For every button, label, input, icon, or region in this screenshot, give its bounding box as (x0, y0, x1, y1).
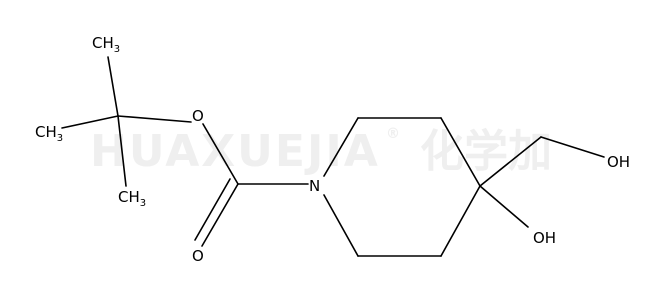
atom-methyl-top: CH3 (92, 34, 120, 55)
bond-ring-n-c2 (323, 117, 359, 177)
bond-ctert-ester-oxygen (117, 115, 192, 123)
bond-carbonyl-double-b (194, 178, 231, 241)
bonds (61, 56, 605, 257)
bond-ctert-methyl-bottom (117, 115, 127, 187)
atom-hydroxymethyl-oh: OH (607, 153, 630, 171)
bond-c4-ch2 (479, 136, 542, 187)
atom-ester-oxygen: O (192, 107, 204, 125)
bond-ctert-methyl-left (61, 115, 119, 129)
atom-ring-nitrogen: N (309, 177, 320, 195)
bond-ring-c4-c5 (440, 185, 481, 257)
bond-ctert-methyl-top (107, 56, 119, 117)
bond-ring-c3-c4 (440, 117, 481, 187)
watermark-cjk: 化学加 (420, 126, 552, 177)
bond-ester-oxygen-carbonyl (202, 123, 239, 185)
atom-ring-oh: OH (533, 229, 556, 247)
atom-methyl-bottom: CH3 (118, 188, 146, 209)
bond-ch2-oh (540, 136, 605, 158)
watermark-registered-mark: ® (386, 126, 400, 142)
watermark-latin: HUAXUEJIA (90, 126, 380, 177)
bond-c4-oh (479, 185, 529, 228)
atom-methyl-left: CH3 (35, 123, 63, 144)
bond-carbonyl-double-a (201, 183, 239, 247)
atom-labels: CH3 CH3 CH3 O O N OH OH (35, 34, 630, 265)
atom-carbonyl-oxygen: O (192, 247, 204, 265)
bond-ring-c6-n (323, 194, 359, 257)
watermark: HUAXUEJIA ® 化学加 (90, 126, 552, 177)
